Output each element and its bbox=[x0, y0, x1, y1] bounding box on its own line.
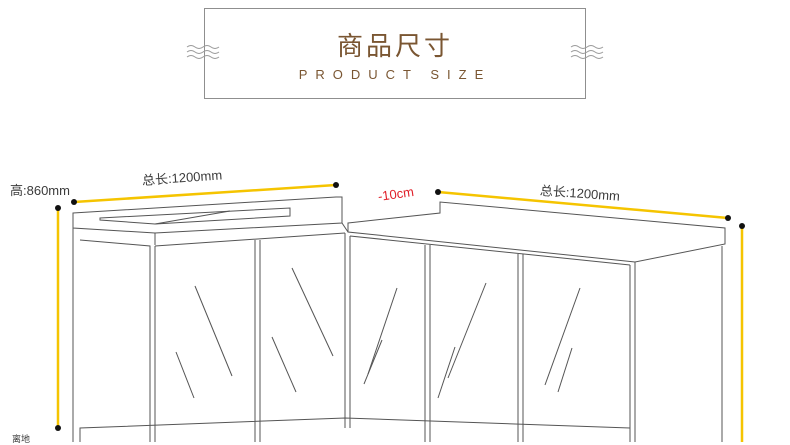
dimension-lines bbox=[56, 183, 744, 442]
dimension-endpoints bbox=[55, 182, 745, 431]
ground-clearance-label: 离地 bbox=[12, 434, 31, 444]
height-label: 高:860mm bbox=[10, 183, 70, 198]
title-chinese: 商品尺寸 bbox=[336, 32, 453, 62]
product-size-header: 商品尺寸 PRODUCT SIZE bbox=[204, 8, 586, 99]
cabinet-outline bbox=[72, 196, 726, 442]
door-reflections bbox=[175, 267, 581, 399]
title-english: PRODUCT SIZE bbox=[298, 67, 492, 82]
wave-icon-left bbox=[186, 45, 220, 59]
wave-icon-right bbox=[570, 45, 604, 59]
